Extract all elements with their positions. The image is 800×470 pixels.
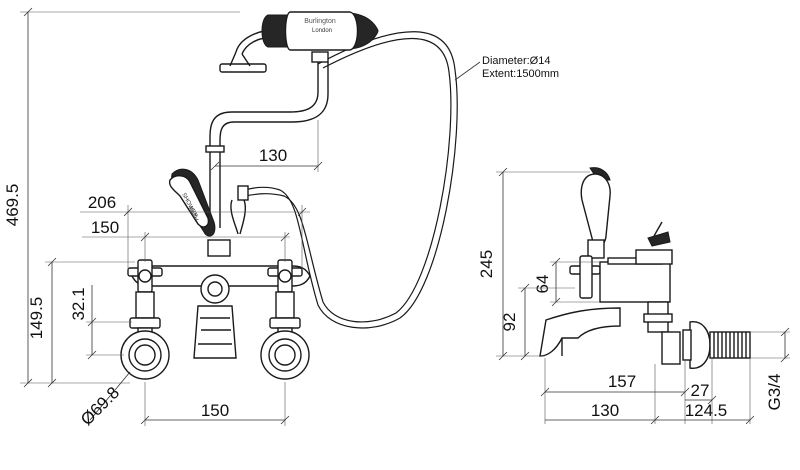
- left-wall-flange: [120, 330, 170, 380]
- dim-depth-total: 157: [608, 372, 636, 391]
- dim-flange-diameter: Ø69.8: [77, 383, 123, 429]
- right-crosshead: [267, 259, 303, 293]
- right-wall-flange: [260, 330, 310, 380]
- dim-nut: 27: [691, 381, 710, 400]
- dim-handset-offset: 130: [259, 146, 287, 165]
- dim-height-lever: 245: [477, 250, 496, 278]
- hose-diameter-note: Diameter:Ø14: [482, 55, 550, 67]
- dim-width-centres-top: 150: [91, 218, 119, 237]
- dim-height-total: 469.5: [3, 184, 22, 227]
- dim-width-outer: 206: [88, 193, 116, 212]
- side-view: 245 64 92 157 27 130 124.: [477, 167, 790, 425]
- dim-depth-spout: 130: [591, 401, 619, 420]
- dim-height-spout: 92: [500, 313, 519, 332]
- hose-extent-note: Extent:1500mm: [482, 68, 559, 80]
- left-crosshead: [127, 259, 163, 293]
- dim-offset-small: 32.1: [69, 287, 88, 320]
- dim-depth-inlet: 124.5: [685, 401, 728, 420]
- dim-thread: G3/4: [765, 374, 784, 411]
- handset-place: London: [312, 28, 332, 34]
- dim-height-outlet: 149.5: [27, 297, 46, 340]
- dim-height-handle: 64: [533, 275, 552, 294]
- front-view: Burlington London SHOWER BATH: [3, 7, 559, 429]
- dim-width-centres-bottom: 150: [201, 401, 229, 420]
- handset-brand: Burlington: [304, 18, 336, 25]
